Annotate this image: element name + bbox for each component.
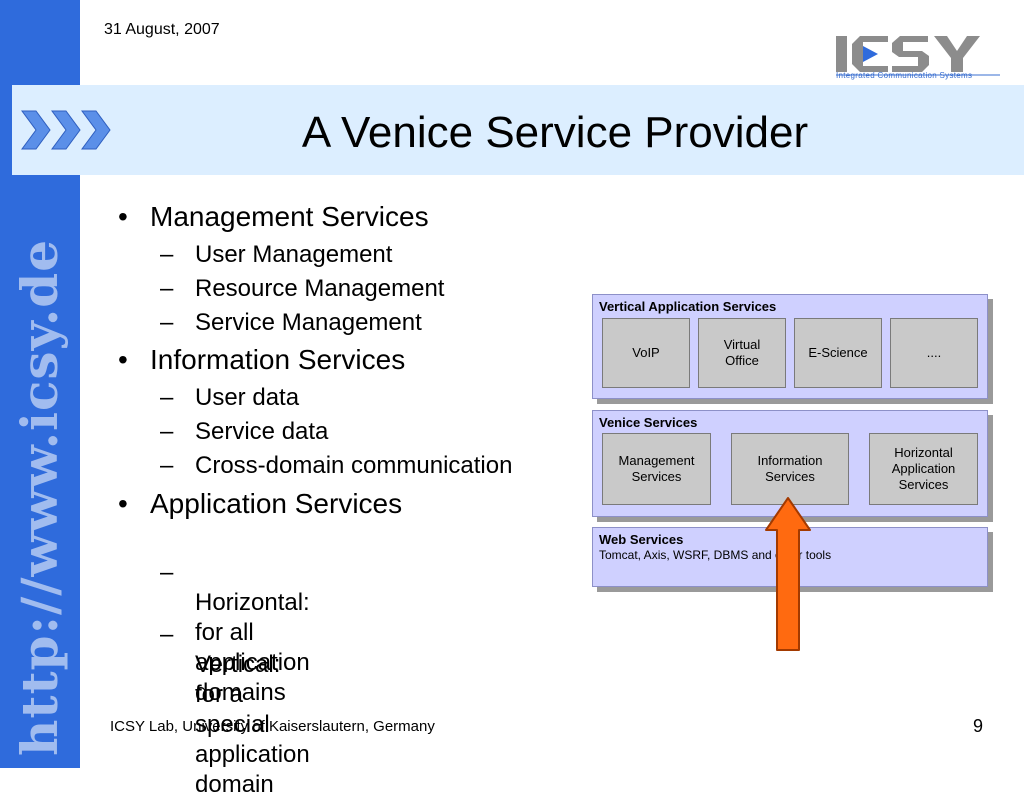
horizontal-application-services-box: Horizontal Application Services: [869, 433, 978, 505]
up-arrow-icon: [765, 497, 811, 651]
sub-bullet-marker: –: [160, 241, 174, 268]
logo-caption: Integrated Communication Systems: [836, 71, 973, 80]
sub-bullet-marker: –: [160, 275, 174, 302]
bullet-marker: •: [118, 201, 128, 232]
sub-bullet-label: Service data: [195, 418, 329, 445]
sub-bullet-marker: –: [160, 452, 174, 479]
management-services-box: Management Services: [602, 433, 711, 505]
sidebar-url-text: http://www.icsy.de: [10, 238, 69, 756]
virtual-office-box: Virtual Office: [698, 318, 786, 388]
e-science-box: E-Science: [794, 318, 882, 388]
sub-bullet-label: Horizontal: for all application domains: [195, 589, 310, 706]
triple-chevron-icon: [21, 110, 111, 150]
sub-bullet-marker: –: [160, 559, 174, 586]
sub-bullet-label: Resource Management: [195, 275, 445, 302]
sub-bullet-marker: –: [160, 384, 174, 411]
title-band: [12, 85, 1024, 175]
icsy-logo: [836, 36, 1000, 76]
sub-bullet-label: User data: [195, 384, 300, 411]
information-services-box: Information Services: [731, 433, 849, 505]
sub-bullet-label: Cross-domain communication: [195, 452, 513, 479]
bullet-label: Information Services: [150, 344, 406, 375]
more-box: ....: [890, 318, 978, 388]
sub-bullet-marker: –: [160, 621, 174, 648]
bullet-label: Management Services: [150, 201, 429, 232]
panel-subtitle: Tomcat, Axis, WSRF, DBMS and other tools: [599, 548, 832, 562]
page-number: 9: [973, 716, 984, 736]
panel-title: Web Services: [599, 532, 684, 547]
panel-title: Venice Services: [599, 415, 698, 430]
bullet-label: Application Services: [150, 488, 403, 519]
voip-box: VoIP: [602, 318, 690, 388]
panel-title: Vertical Application Services: [599, 299, 777, 314]
sub-bullet-marker: –: [160, 309, 174, 336]
bullet-marker: •: [118, 344, 128, 375]
slide-title: A Venice Service Provider: [301, 108, 809, 157]
sub-bullet-label: Service Management: [195, 309, 422, 336]
sub-bullet-label: User Management: [195, 241, 393, 268]
footer-text: ICSY Lab, University of Kaiserslautern, …: [110, 718, 435, 735]
bullet-marker: •: [118, 488, 128, 519]
slide-date: 31 August, 2007: [104, 21, 220, 38]
sub-bullet-marker: –: [160, 418, 174, 445]
